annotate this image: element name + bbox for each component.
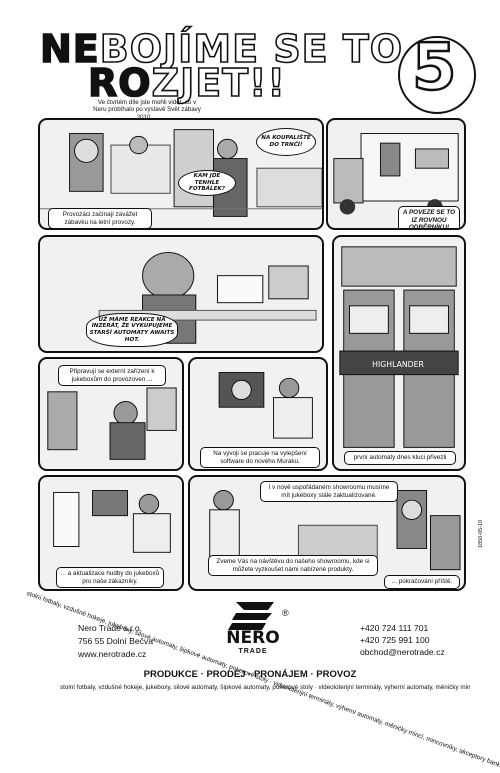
caption-p1: Provozáci začínají zavážet zábavku na le… bbox=[48, 208, 152, 228]
caption-p8-mid: Zveme Vás na návštěvu do našeho showroom… bbox=[208, 555, 378, 577]
sketch-office-woman bbox=[98, 251, 317, 344]
sketch-workshop bbox=[47, 387, 177, 460]
sketch-showroom bbox=[209, 490, 461, 571]
caption-p8-top: I v nově uspořádaném showroomu musíme mí… bbox=[260, 481, 398, 503]
issue-badge bbox=[398, 36, 476, 114]
nero-logo: NERO TRADE ® bbox=[218, 598, 289, 658]
comic-panel-1: Provozáci začínají zavážet zábavku na le… bbox=[38, 118, 324, 230]
comic-panel-8: I v nově uspořádaném showroomu musíme mí… bbox=[188, 475, 466, 591]
title-rest2: ZJET!! bbox=[151, 61, 286, 105]
title-rest: BOJÍME SE TO bbox=[99, 27, 404, 71]
comic-panel-7: ... a aktualizace hudby do jukeboxů pro … bbox=[38, 475, 184, 591]
services-line: PRODUKCE · PRODEJ · PRONÁJEM · PROVOZ bbox=[143, 669, 357, 680]
phone-2: +420 725 991 100 bbox=[360, 635, 430, 645]
title-ne: NE bbox=[39, 27, 100, 71]
contact-block: +420 724 111 701 +420 725 991 100 obchod… bbox=[360, 622, 445, 658]
caption-p4: první automaty dnes kluci přivezli bbox=[344, 451, 456, 465]
sketch-truck bbox=[333, 133, 459, 215]
page-title: NEBOJÍME SE TO bbox=[39, 27, 404, 71]
side-code-right: 1850-05-10 bbox=[478, 519, 484, 548]
caption-p5: Připravují se externí zařízení k jukebox… bbox=[58, 365, 166, 387]
svg-text:HIGHLANDER: HIGHLANDER bbox=[372, 360, 424, 369]
issue-number: 5 bbox=[411, 30, 458, 107]
caption-p2: A POVEZE SE TO IZ ROVNOU ODBĚRNÍKU! bbox=[398, 206, 460, 228]
caption-p7: ... a aktualizace hudby do jukeboxů pro … bbox=[56, 567, 164, 589]
title-ro: RO bbox=[87, 61, 152, 105]
nero-logo-mark-icon bbox=[228, 602, 274, 630]
sketch-jukebox-updates bbox=[53, 490, 171, 553]
sketch-developer bbox=[218, 372, 313, 439]
phone-1: +420 724 111 701 bbox=[360, 623, 429, 633]
intro-text: Ve čtvrtém díle jste mohli vidět, co v N… bbox=[93, 99, 201, 121]
bubble-p1-2: NA KOUPALIŠTĚ DO TRNČÍ! bbox=[256, 128, 316, 156]
page-title-line2: ROZJET!! bbox=[87, 61, 286, 105]
company-web-link[interactable]: www.nerotrade.cz bbox=[78, 649, 147, 659]
logo-registered: ® bbox=[282, 608, 289, 618]
comic-panel-6: Na vývoji se pracuje na vylepšení softwa… bbox=[188, 357, 328, 471]
caption-p8-end: ... pokračování příště. bbox=[384, 575, 460, 589]
caption-p6: Na vývoji se pracuje na vylepšení softwa… bbox=[200, 447, 320, 469]
company-block: Nero Trade s.r.o. 756 55 Dolní Bečva www… bbox=[78, 622, 153, 661]
bubble-p3: UŽ MÁME REAKCE NA INZERÁT, ŽE VYKUPUJEME… bbox=[86, 313, 178, 347]
company-name: Nero Trade s.r.o. bbox=[78, 623, 143, 633]
logo-sub: TRADE bbox=[238, 648, 268, 655]
comic-panel-5: Připravují se externí zařízení k jukebox… bbox=[38, 357, 184, 471]
comic-panel-4: HIGHLANDER první automaty dnes kluci při… bbox=[332, 235, 466, 471]
products-line: stolní fotbaly, vzdušné hokeje, jukeboxy… bbox=[60, 684, 470, 691]
logo-brand: NERO bbox=[226, 628, 280, 648]
company-address: 756 55 Dolní Bečva bbox=[78, 636, 154, 646]
comic-panel-3: UŽ MÁME REAKCE NA INZERÁT, ŽE VYKUPUJEME… bbox=[38, 235, 324, 353]
comic-panel-2: A POVEZE SE TO IZ ROVNOU ODBĚRNÍKU! bbox=[326, 118, 466, 230]
email-link[interactable]: obchod@nerotrade.cz bbox=[360, 647, 445, 657]
bubble-p1-1: KAM JDE TENHLE FOTBÁLEK? bbox=[178, 170, 236, 196]
sketch-slot-machines: HIGHLANDER bbox=[339, 246, 459, 448]
